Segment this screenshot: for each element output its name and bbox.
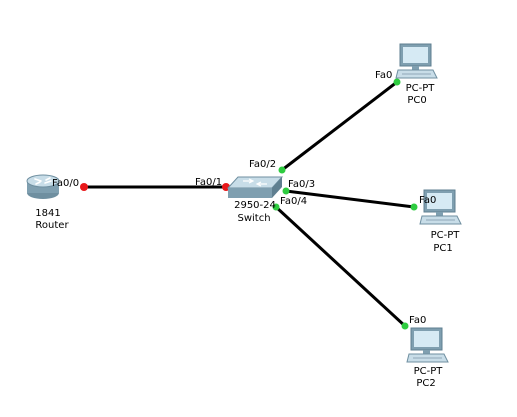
port-status-switch-fa0-2	[278, 166, 286, 174]
router-name-label: Router	[35, 220, 69, 231]
pc0-model-label: PC-PT	[406, 83, 436, 94]
link-switch-pc0[interactable]	[281, 80, 398, 172]
port-label-pc1-fa0: Fa0	[419, 195, 436, 206]
port-status-switch-fa0-4	[272, 203, 280, 211]
device-pc1[interactable]: PC-PT PC1	[419, 189, 462, 254]
port-status-pc0-fa0	[393, 78, 401, 86]
device-pc2[interactable]: PC-PT PC2	[406, 327, 449, 389]
link-switch-pc2[interactable]	[274, 205, 407, 328]
port-status-router-fa0-0	[80, 183, 88, 191]
port-label-switch-fa0-2: Fa0/2	[249, 159, 276, 170]
pc1-name-label: PC1	[433, 243, 452, 254]
pc-icon	[406, 327, 449, 363]
pc1-model-label: PC-PT	[431, 230, 461, 241]
link-switch-pc1[interactable]	[285, 189, 415, 209]
port-label-switch-fa0-1: Fa0/1	[195, 177, 222, 188]
device-switch[interactable]: 2950-24 Switch	[226, 176, 284, 224]
pc2-model-label: PC-PT	[414, 366, 444, 377]
pc0-name-label: PC0	[407, 95, 426, 106]
router-icon	[26, 174, 60, 199]
port-label-switch-fa0-3: Fa0/3	[288, 179, 315, 190]
port-status-pc2-fa0	[401, 322, 409, 330]
device-router[interactable]: 1841 Router	[26, 174, 69, 231]
device-pc0[interactable]: PC-PT PC0	[395, 43, 438, 106]
port-status-pc1-fa0	[410, 203, 418, 211]
port-label-pc2-fa0: Fa0	[409, 315, 426, 326]
port-label-router-fa0-0: Fa0/0	[52, 178, 79, 189]
router-model-label: 1841	[35, 208, 60, 219]
port-status-switch-fa0-3	[282, 187, 290, 195]
switch-icon	[226, 176, 284, 198]
switch-model-label: 2950-24	[234, 200, 276, 211]
pc2-name-label: PC2	[416, 378, 435, 389]
pc-icon	[395, 43, 438, 79]
port-label-pc0-fa0: Fa0	[375, 70, 392, 81]
port-label-switch-fa0-4: Fa0/4	[280, 196, 307, 207]
switch-name-label: Switch	[237, 213, 270, 224]
pc-icon	[419, 189, 462, 225]
